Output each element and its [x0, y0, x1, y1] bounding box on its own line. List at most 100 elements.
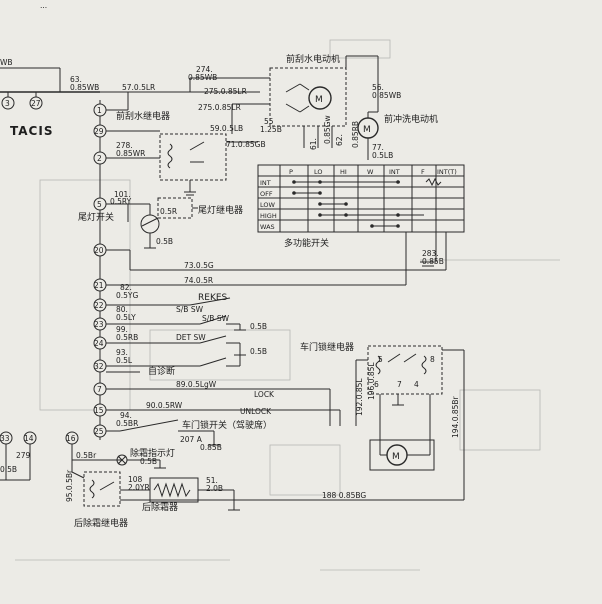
wire-label-59: 59.0.5LB [210, 124, 243, 133]
label-front-washer-motor: 前冲洗电动机 [384, 113, 438, 125]
switch-col-lo: LO [314, 168, 323, 176]
wire-label-274: 274. [196, 65, 213, 74]
door-lock-motor-symbol: M [392, 452, 400, 462]
pin-label-23: 23 [94, 320, 104, 329]
wire-label-192: 192.0.85L [355, 378, 364, 416]
pin-3 [1, 96, 15, 110]
pin-label-3: 3 [5, 99, 10, 108]
label-rear-defroster-relay: 后除霜继电器 [74, 517, 128, 529]
wire-label-73: 73.0.5G [184, 261, 214, 270]
washer-motor-symbol: M [363, 125, 371, 135]
wire-label-101: 101. [114, 190, 131, 199]
wire-label-05br: 0.5Br [76, 451, 97, 460]
switch-col-f: F [421, 168, 425, 176]
switch-col-w: W [367, 168, 374, 176]
switch-row-int: INT [260, 179, 271, 187]
switch-row-low: LOW [260, 201, 276, 209]
wire-label-63: 63. [70, 75, 82, 84]
wire-label-80: 80. [116, 305, 128, 314]
front-washer-motor [357, 111, 379, 160]
pin-label-25: 25 [94, 427, 104, 436]
wire-label-56-spec: 0.85WB [372, 91, 401, 100]
wire-label-77-spec: 0.5LB [372, 151, 393, 160]
sensor-switches [106, 297, 246, 367]
pin-label-5: 5 [97, 200, 102, 209]
label-tail-lamp-switch: 尾灯开关 [78, 211, 114, 223]
wire-label-95: 95.0.5Br [65, 469, 74, 502]
wire-label-283: 283. [422, 249, 439, 258]
pin-label-20: 20 [94, 246, 104, 255]
pin-label-15: 15 [94, 406, 104, 415]
pin-label-1: 1 [97, 106, 102, 115]
label-defroster-lamp: 除霜指示灯 [130, 447, 175, 459]
wire-label-108: 108 [128, 475, 143, 484]
wire-label-207: 207 A [180, 435, 203, 444]
switch-row-was: WAS [260, 223, 275, 231]
label-tail-lamp-relay: 尾灯继电器 [198, 204, 243, 216]
wire-label-279: 279 [16, 451, 31, 460]
door-relay-pin-6: 6 [374, 380, 379, 389]
switch-col-int: INT [389, 168, 400, 176]
wire-label-71: 71.0.85GB [226, 140, 266, 149]
wire-label-283-spec: 0.85B [422, 257, 444, 266]
front-wiper-motor [269, 55, 379, 148]
tail-lamp-relay [106, 197, 198, 249]
show-through-ghost-lines [15, 39, 560, 571]
switch-label-sb-sw2: S/B SW [202, 314, 230, 323]
label-door-lock-switch: 车门锁开关（驾驶席） [182, 419, 272, 431]
wire-label-05b-lamp: 0.5B [140, 457, 157, 466]
brand-label: TACIS [10, 124, 53, 138]
wire-label-194: 194.0.85Br [451, 395, 460, 438]
switch-label-unlock: UNLOCK [240, 407, 272, 416]
label-self-diagnosis: 自诊断 [148, 365, 175, 377]
wire-label-56: 56. [372, 83, 384, 92]
wire-label-207-spec: 0.85B [200, 443, 222, 452]
front-wiper-relay [106, 130, 258, 196]
door-relay-pin-5: 5 [378, 355, 383, 364]
wire-label-05b-a: 0.5B [250, 322, 267, 331]
switch-col-hi: HI [340, 168, 347, 176]
switch-row-off: OFF [260, 190, 273, 198]
long-wires-20-21 [106, 204, 447, 286]
wire-label-61: 61. [309, 138, 318, 150]
pin-27 [29, 96, 43, 110]
wire-label-77: 77. [372, 143, 384, 152]
wire-label-274-spec: 0.85WB [188, 73, 217, 82]
pin-label-33: 33 [0, 434, 10, 443]
wire-label-93-spec: 0.5L [116, 356, 133, 365]
pin-label-24: 24 [94, 339, 104, 348]
wire-label-80-spec: 0.5LY [116, 313, 136, 322]
header-fragment: ... [40, 1, 47, 10]
wire-label-101-spec: 0.5RY [110, 197, 132, 206]
wire-label-55: 55 [264, 117, 274, 126]
label-multi-function-switch: 多功能开关 [284, 237, 329, 249]
wire-label-57: 57.0.5LR [122, 83, 155, 92]
wire-label-275b: 275.0.85LR [198, 103, 241, 112]
wire-label-55-spec: 1.25B [260, 125, 282, 134]
wire-label-62: 62. [335, 134, 344, 146]
label-rear-defroster: 后除霜器 [142, 501, 178, 513]
switch-label-det-sw: DET SW [176, 333, 206, 342]
switch-label-rekes: REKES [198, 293, 228, 303]
wire-label-93: 93. [116, 348, 128, 357]
label-front-wiper-relay: 前刮水继电器 [116, 110, 170, 122]
pin-label-14: 14 [24, 434, 34, 443]
rear-defroster-relay [71, 471, 464, 507]
wire-label-89: 89.0.5LgW [176, 380, 217, 389]
multi-function-switch-table [257, 164, 465, 267]
switch-label-sb-sw: S/B SW [176, 305, 204, 314]
wire-label-278-spec: 0.85WR [116, 149, 145, 158]
door-relay-pin-8: 8 [430, 355, 435, 364]
wire-label-196: 196.0.85L [367, 362, 376, 400]
switch-row-high: HIGH [260, 212, 277, 220]
wire-label-99-spec: 0.5RB [116, 333, 138, 342]
wire-label-61-spec: 0.85Gw [323, 115, 332, 144]
wire-label-05b-tail: 0.5B [156, 237, 173, 246]
wire-label-74: 74.0.5R [184, 276, 213, 285]
wire-label-62-spec: 0.85RB [351, 121, 360, 148]
label-front-wiper-motor: 前刮水电动机 [286, 53, 340, 65]
wire-label-108-spec: 2.0YR [128, 483, 150, 492]
wire-label-wb-left: WB [0, 58, 13, 67]
